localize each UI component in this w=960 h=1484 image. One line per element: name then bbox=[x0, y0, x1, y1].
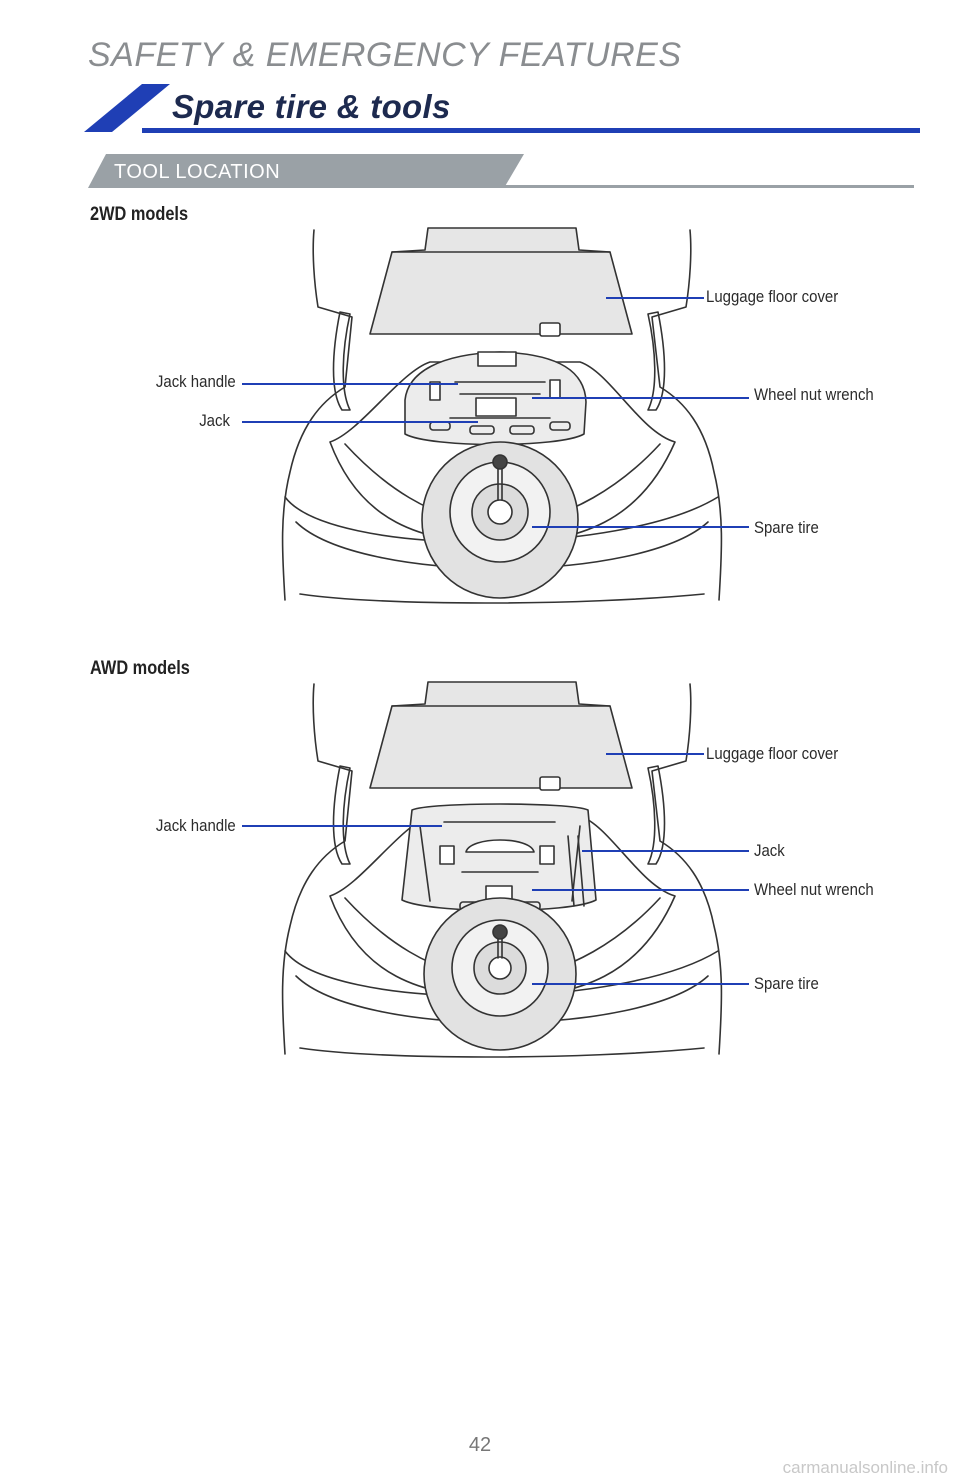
callout-jack: Jack bbox=[199, 411, 230, 430]
title-banner bbox=[84, 84, 920, 133]
callout-jack-handle: Jack handle bbox=[156, 816, 236, 835]
car-body bbox=[281, 683, 723, 1055]
watermark: carmanualsonline.info bbox=[782, 1458, 948, 1477]
subheading-bar bbox=[88, 154, 914, 188]
callout-jack-handle: Jack handle bbox=[156, 372, 236, 391]
callout-spare-tire: Spare tire bbox=[754, 518, 819, 537]
model-label-2wd: 2WD models bbox=[90, 204, 189, 225]
tool-tray bbox=[401, 803, 597, 912]
model-label-awd: AWD models bbox=[90, 658, 190, 679]
callout-spare-tire: Spare tire bbox=[754, 974, 819, 993]
banner-rule bbox=[142, 128, 920, 133]
subheading: TOOL LOCATION bbox=[114, 161, 281, 183]
luggage-floor-cover bbox=[369, 681, 633, 789]
spare-tire bbox=[423, 897, 577, 1051]
callout-wheel-nut-wrench: Wheel nut wrench bbox=[754, 385, 874, 404]
trunk-illustration-awd bbox=[242, 681, 749, 1058]
section-title: SAFETY & EMERGENCY FEATURES bbox=[88, 36, 682, 74]
luggage-floor-cover bbox=[369, 227, 633, 335]
page-number: 42 bbox=[468, 1434, 492, 1456]
callout-jack: Jack bbox=[754, 841, 785, 860]
trunk-illustration-2wd bbox=[242, 227, 749, 604]
banner-accent bbox=[84, 84, 170, 132]
spare-tire bbox=[421, 441, 579, 599]
page-title: Spare tire & tools bbox=[172, 88, 451, 125]
callout-wheel-nut-wrench: Wheel nut wrench bbox=[754, 880, 874, 899]
callout-luggage-floor-cover: Luggage floor cover bbox=[706, 287, 839, 306]
trunk-opening bbox=[329, 361, 676, 545]
callout-luggage-floor-cover: Luggage floor cover bbox=[706, 744, 839, 763]
